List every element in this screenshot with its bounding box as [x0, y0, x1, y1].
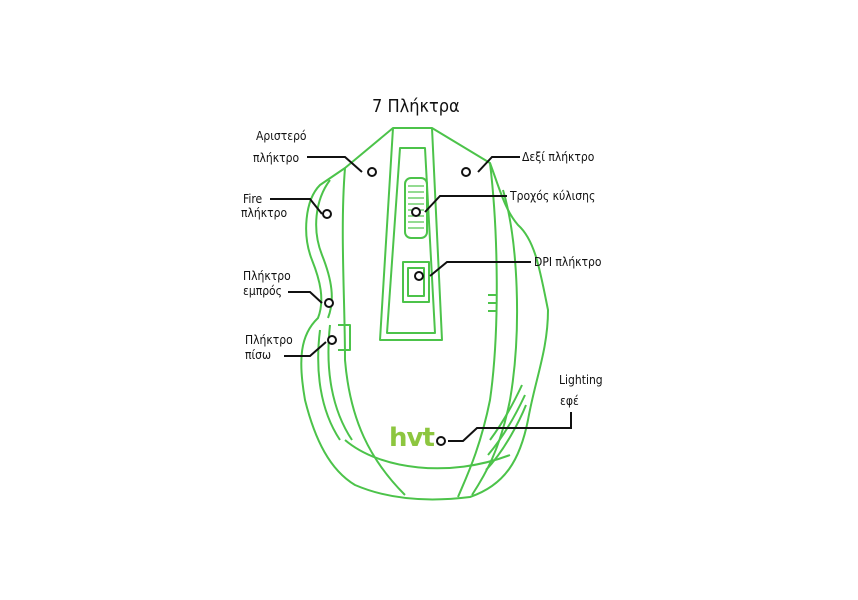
dpi-marker: [414, 271, 424, 281]
left-button-label-1: Αριστερό: [256, 129, 307, 143]
left-button-label-2: πλήκτρο: [253, 151, 300, 165]
lighting-label-1: Lighting: [559, 373, 603, 387]
scroll-wheel-marker: [411, 207, 421, 217]
forward-marker: [324, 298, 334, 308]
diagram-title: 7 Πλήκτρα: [372, 96, 460, 117]
right-button-label: Δεξί πλήκτρο: [522, 150, 595, 164]
lighting-label-2: εφέ: [560, 394, 579, 408]
dpi-button-shape: [402, 261, 430, 303]
fire-marker: [322, 209, 332, 219]
left-button-marker: [367, 167, 377, 177]
scroll-wheel: [404, 177, 428, 239]
forward-button-label-1: Πλήκτρο: [243, 269, 291, 283]
scroll-wheel-label: Τροχός κύλισης: [510, 189, 596, 203]
dpi-button-label: DPI πλήκτρο: [534, 255, 602, 269]
fire-button-label-1: Fire: [243, 192, 263, 206]
fire-button-label-2: πλήκτρο: [241, 206, 288, 220]
hvt-logo: hvt: [389, 423, 435, 453]
back-button-label-1: Πλήκτρο: [245, 333, 293, 347]
forward-button-label-2: εμπρός: [243, 284, 282, 298]
back-button-label-2: πίσω: [245, 348, 272, 362]
center-strip: [379, 127, 443, 341]
lighting-marker: [436, 436, 446, 446]
mouse-body: [300, 127, 549, 501]
right-button-marker: [461, 167, 471, 177]
back-marker: [327, 335, 337, 345]
